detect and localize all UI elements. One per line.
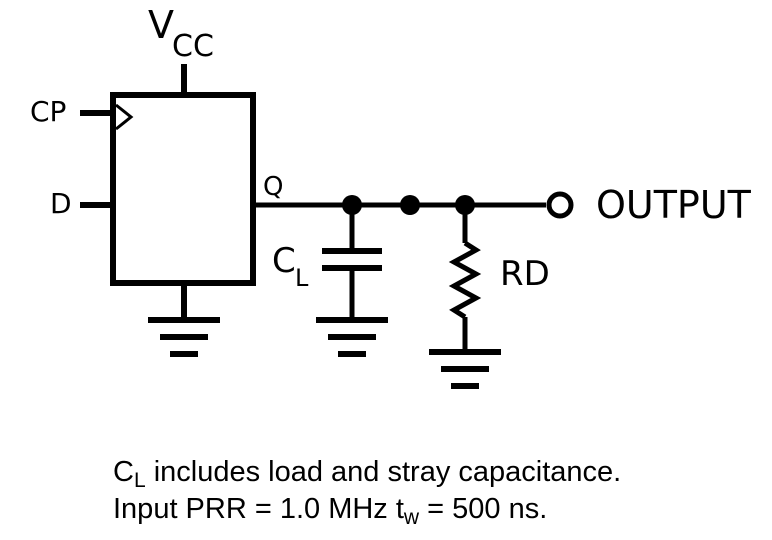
output-terminal-icon <box>546 191 574 219</box>
ff-ground-icon <box>148 317 220 357</box>
note-tw-sub: w <box>403 506 420 529</box>
note-prr-rest: = 500 ns. <box>419 493 548 525</box>
cl-subscript: L <box>295 264 309 292</box>
flip-flop-box <box>110 92 256 286</box>
note-prr-start: Input PRR = 1.0 MHz t <box>113 493 404 525</box>
cl-ground-icon <box>316 317 388 357</box>
clock-triangle-icon <box>115 103 134 131</box>
vcc-label: V <box>148 3 174 47</box>
cp-label: CP <box>30 95 66 128</box>
note-input-prr: Input PRR = 1.0 MHz tw = 500 ns. <box>113 492 548 529</box>
note-cl-rest: includes load and stray capacitance. <box>145 456 622 488</box>
note-cl-sub: L <box>133 469 146 492</box>
note-load-capacitance: CL includes load and stray capacitance. <box>113 455 622 492</box>
vcc-subscript: CC <box>172 29 214 64</box>
note-cl-c: C <box>113 456 134 488</box>
rd-label: RD <box>500 254 550 294</box>
capacitor-icon <box>322 248 382 271</box>
rd-ground-icon <box>429 349 501 389</box>
cl-label: C <box>272 241 296 281</box>
resistor-icon <box>448 240 482 320</box>
q-label: Q <box>263 172 283 202</box>
junction-dot-mid <box>400 195 420 215</box>
output-label: OUTPUT <box>596 183 752 227</box>
d-label: D <box>50 187 72 220</box>
